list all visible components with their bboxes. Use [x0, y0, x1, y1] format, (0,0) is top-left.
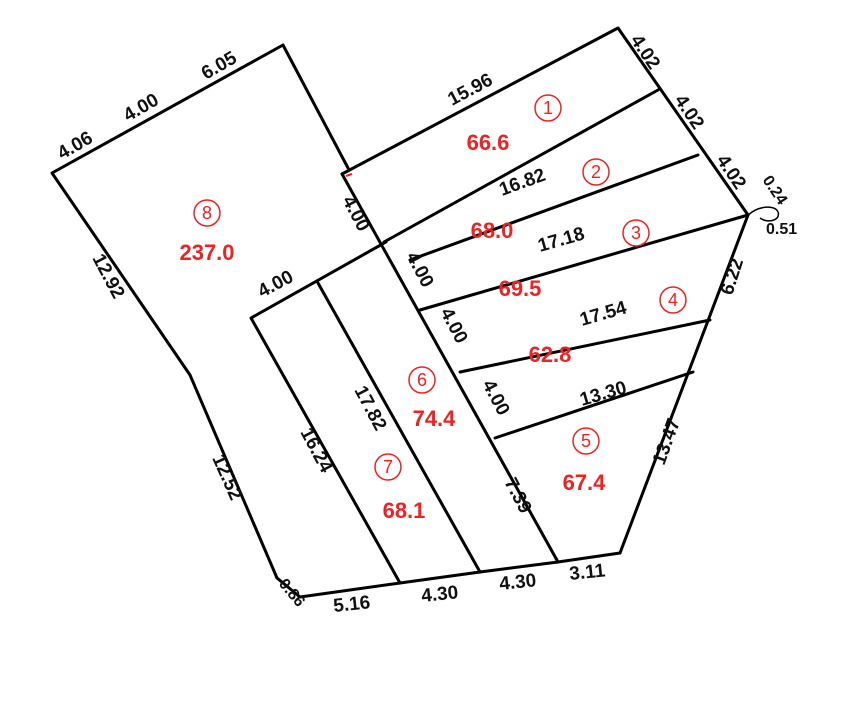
lot-3-number: 3 [631, 223, 641, 243]
lot-7-number: 7 [383, 457, 393, 477]
dim-13-30: 13.30 [578, 378, 629, 411]
lot-8-boundary [50, 43, 622, 599]
lot-8-area: 237.0 [179, 240, 234, 265]
divider-1-2 [382, 88, 660, 244]
lot-4-number-ring [659, 286, 687, 314]
dim-4-00-s3: 4.00 [478, 376, 514, 419]
dim-4-00-s2: 4.00 [436, 304, 472, 347]
dim-4-30-b: 4.30 [498, 570, 537, 595]
lot-6-number-ring [408, 366, 436, 394]
lot-2-area: 68.0 [471, 218, 514, 243]
dim-4-02-a: 4.02 [626, 31, 664, 73]
dim-5-16: 5.16 [332, 592, 371, 617]
lot-7-number-ring [374, 453, 402, 481]
dim-16-82: 16.82 [497, 165, 549, 201]
dim-4-00-div: 4.00 [338, 192, 374, 235]
dim-17-18: 17.18 [536, 224, 587, 257]
dim-0-51: 0.51 [766, 221, 797, 238]
lot-1-number: 1 [543, 98, 553, 118]
lot-6-number: 6 [417, 370, 427, 390]
lot-5-number-ring [572, 427, 600, 455]
lot-4-area: 62.8 [529, 342, 572, 367]
lot-4-number: 4 [668, 290, 678, 310]
dim-15-96: 15.96 [444, 70, 496, 111]
lot-5-area: 67.4 [563, 470, 607, 495]
divider-6-7 [316, 281, 482, 574]
lot-3-number-ring [622, 219, 650, 247]
lot-labels: 1 66.6 2 68.0 3 69.5 4 62.8 5 67.4 6 74.… [179, 94, 687, 523]
dim-17-82: 17.82 [350, 382, 391, 434]
lot-boundaries [50, 26, 780, 599]
corner-callout [747, 206, 780, 222]
dim-13-47: 13.47 [649, 416, 685, 468]
dim-17-54: 17.54 [578, 297, 630, 330]
divider-4-5 [458, 318, 712, 374]
lot-7-area: 68.1 [383, 498, 426, 523]
lot-3-area: 69.5 [499, 276, 542, 301]
divider-5-6 [493, 370, 695, 440]
dim-4-00-s1: 4.00 [402, 248, 438, 291]
divider-3-4 [418, 213, 750, 312]
lots-1-5-outer-boundary [340, 26, 750, 555]
dim-0-24: 0.24 [759, 173, 791, 208]
dim-6-22: 6.22 [717, 256, 748, 298]
dim-12-52: 12.52 [207, 451, 246, 503]
dim-16-24: 16.24 [296, 424, 337, 476]
lot-8-number: 8 [202, 203, 212, 223]
lot-2-number: 2 [591, 162, 601, 182]
lot-7-boundary [249, 240, 402, 585]
lot-1-number-ring [534, 94, 562, 122]
dim-3-11: 3.11 [568, 560, 606, 585]
lot-5-number: 5 [581, 431, 591, 451]
red-tick [345, 173, 353, 177]
divider-2-3 [408, 153, 700, 262]
dim-4-00-top: 4.00 [120, 90, 163, 127]
lot-8-number-ring [193, 199, 221, 227]
lot-2-number-ring [582, 158, 610, 186]
dim-4-30-a: 4.30 [420, 582, 459, 607]
lot-6-area: 74.4 [413, 406, 457, 431]
lots-inner-diagonal [340, 172, 560, 564]
lot-1-area: 66.6 [467, 130, 510, 155]
